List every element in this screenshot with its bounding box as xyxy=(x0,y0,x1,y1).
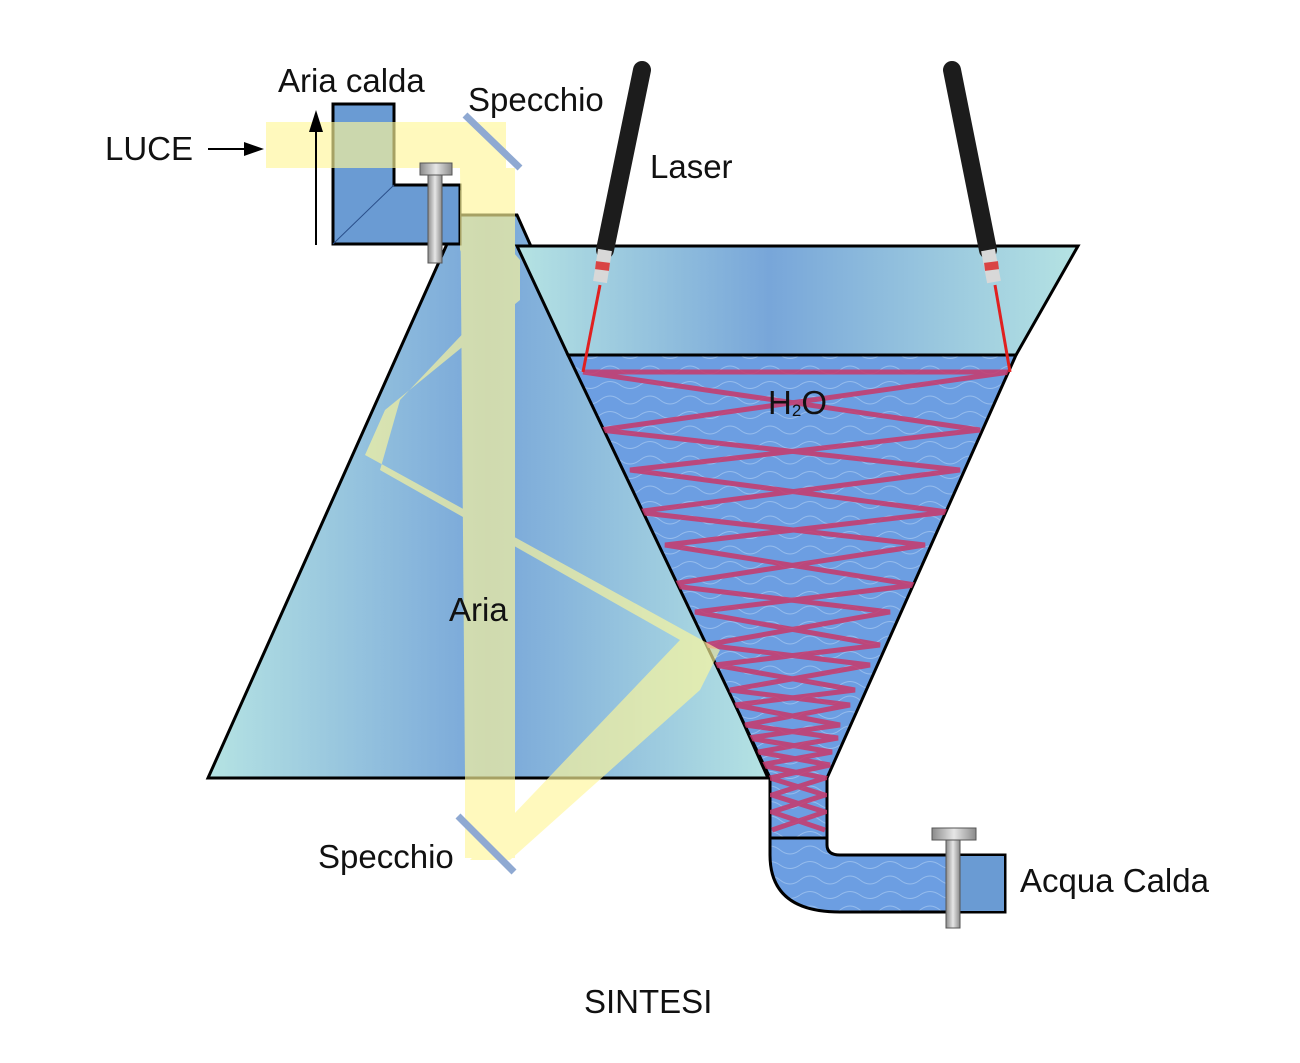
label-hot-water: Acqua Calda xyxy=(1020,862,1209,899)
label-water: H2O xyxy=(768,386,827,419)
label-hot-air: Aria calda xyxy=(278,62,425,99)
light-arrow-head xyxy=(244,142,264,156)
label-air: Aria xyxy=(449,591,508,628)
label-laser: Laser xyxy=(650,148,733,185)
laser-pointer-left xyxy=(581,61,651,373)
valve-top xyxy=(419,162,453,264)
water-h: H xyxy=(768,384,792,421)
label-mirror-bottom: Specchio xyxy=(318,838,454,875)
outlet-cap xyxy=(951,854,1006,913)
mirror-bottom xyxy=(455,813,517,875)
water-o: O xyxy=(801,384,827,421)
valve-bottom xyxy=(931,827,977,929)
caption: SINTESI xyxy=(584,983,713,1020)
label-mirror-top: Specchio xyxy=(468,81,604,118)
laser-pointer-right xyxy=(943,61,1012,373)
mirror-top xyxy=(462,112,523,171)
hot-air-arrow-head xyxy=(309,110,323,132)
light-beam xyxy=(266,122,720,860)
label-light: LUCE xyxy=(105,130,194,167)
water-sub: 2 xyxy=(791,401,802,420)
